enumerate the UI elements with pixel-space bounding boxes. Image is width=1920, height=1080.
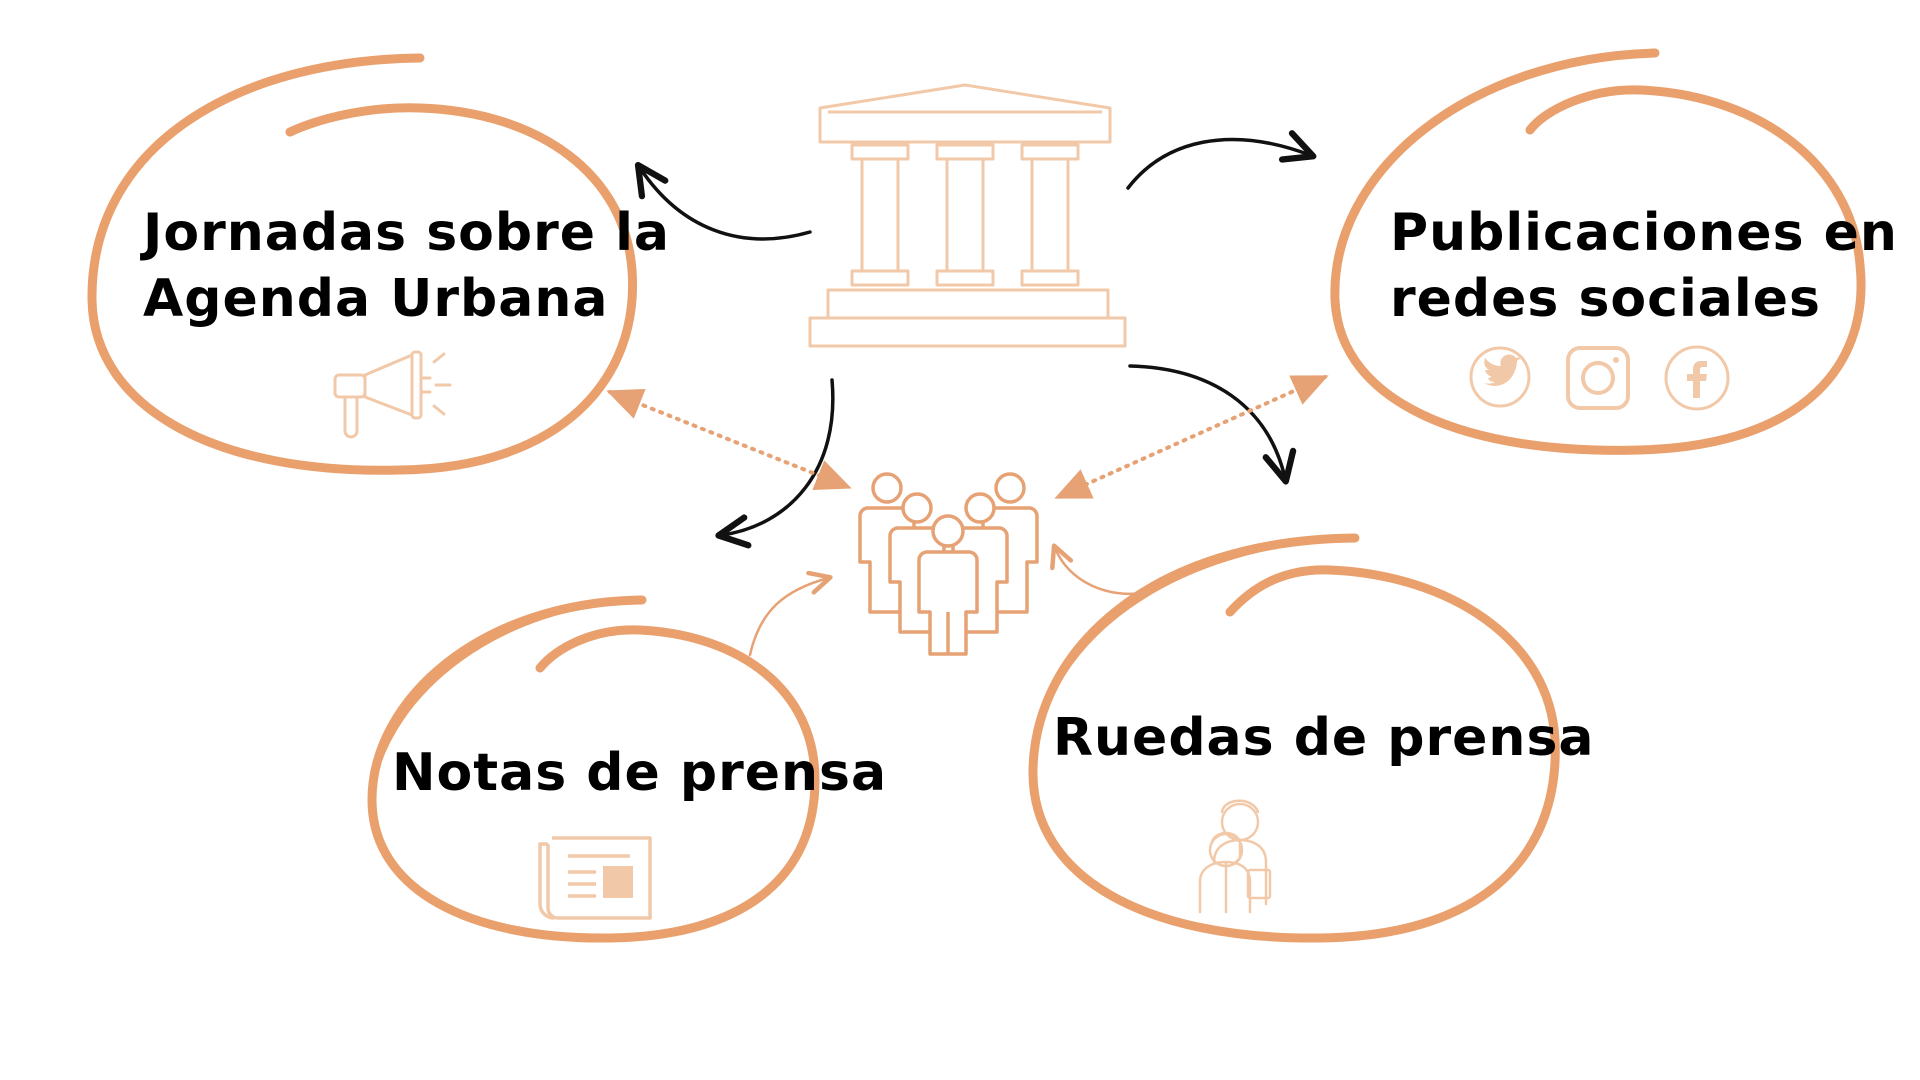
twitter-icon [1469,346,1531,408]
columns-building-icon [808,83,1127,348]
arrow-to-jornadas [634,161,812,241]
node-ellipse-notas [367,595,820,943]
node-label-line: redes sociales [1390,269,1821,329]
node-label-notas: Notas de prensa [392,740,887,806]
newspaper-icon [538,836,652,920]
thin-arrows [748,543,1152,657]
node-label-line: Jornadas sobre la [143,203,671,263]
facebook-icon [1664,345,1730,411]
node-label-line: Notas de prensa [392,743,888,803]
node-label-ruedas: Ruedas de prensa [1053,705,1594,771]
instagram-icon [1566,346,1630,410]
node-label-line: Publicaciones en [1390,203,1898,263]
people-group-icon [858,472,1039,656]
node-label-line: Ruedas de prensa [1053,708,1595,768]
dotted-arrow-jornadas [606,389,852,490]
node-label-jornadas: Jornadas sobre la Agenda Urbana [143,200,670,332]
megaphone-icon [333,350,452,439]
node-ellipse-publicaciones [1330,48,1866,455]
node-ellipse-jornadas [87,53,638,475]
dotted-arrow-publicaciones [1054,375,1329,499]
thin-arrow-notas [748,570,833,657]
arrow-to-publicaciones [1126,130,1317,190]
node-ellipse-ruedas [1028,533,1560,943]
press-conference-icon [1198,799,1272,914]
dotted-arrows [606,375,1329,499]
node-label-line: Agenda Urbana [143,269,609,329]
arrow-to-ruedas [1128,364,1297,485]
node-label-publicaciones: Publicaciones en redes sociales [1390,200,1898,332]
thin-arrow-ruedas [1050,543,1152,595]
arrows-from-institution [634,130,1317,549]
